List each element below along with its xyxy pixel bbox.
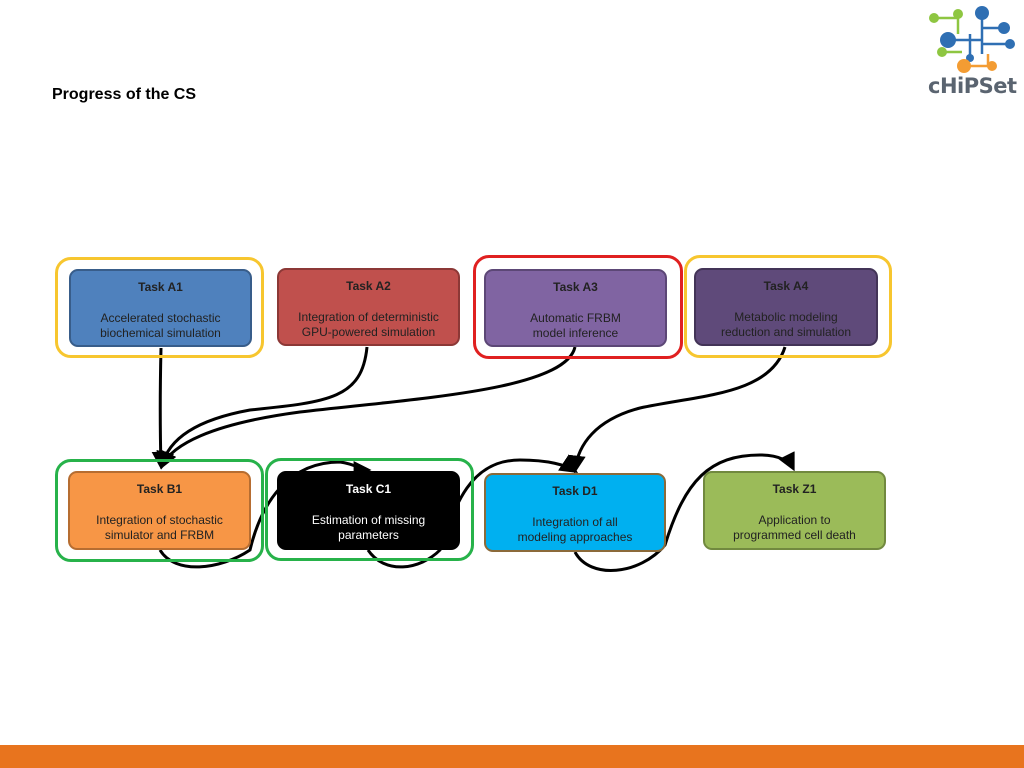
task-a4-title: Task A4: [763, 279, 809, 293]
arrow-a2-b1: [156, 346, 369, 470]
page-title: Progress of the CS: [52, 86, 197, 103]
task-a4: Task A4 Metabolic modeling reduction and…: [694, 268, 878, 346]
arrow-a1-b1: [151, 347, 170, 470]
task-z1: Task Z1 Application to programmed cell d…: [703, 471, 886, 550]
task-a1-desc-line2: biochemical simulation: [100, 326, 221, 340]
task-a3: Task A3 Automatic FRBM model inference: [484, 269, 667, 347]
task-a1-title: Task A1: [138, 280, 183, 294]
task-d1: Task D1 Integration of all modeling appr…: [484, 473, 666, 552]
task-c1: Task C1 Estimation of missing parameters: [277, 471, 460, 550]
task-c1-desc-line2: parameters: [338, 528, 399, 542]
task-b1-desc-line2: simulator and FRBM: [104, 528, 215, 542]
task-a2: Task A2 Integration of deterministic GPU…: [277, 268, 460, 346]
task-a3-title: Task A3: [553, 280, 598, 294]
task-a1-desc-line1: Accelerated stochastic: [100, 311, 221, 325]
task-d1-desc-line1: Integration of all: [532, 515, 618, 529]
task-a2-desc-line1: Integration of deterministic: [298, 310, 439, 324]
task-a4-desc-line2: reduction and simulation: [720, 325, 852, 339]
frame-a4: [684, 255, 892, 358]
arrow-d1-z1: [573, 451, 795, 572]
task-b1-desc-line1: Integration of stochastic: [96, 513, 223, 527]
frame-b1: [55, 459, 264, 562]
frame-a1: [55, 257, 264, 358]
logo-text: cHiPSet: [928, 74, 1017, 98]
arrow-b1-c1: [158, 460, 372, 569]
task-a3-desc-line1: Automatic FRBM: [530, 311, 621, 325]
task-z1-desc-line1: Application to: [758, 513, 831, 527]
task-a2-title: Task A2: [346, 279, 391, 293]
task-z1-desc-line2: programmed cell death: [733, 528, 856, 542]
task-b1: Task B1 Integration of stochastic simula…: [68, 471, 251, 550]
task-z1-title: Task Z1: [772, 482, 817, 496]
footer-bar: [0, 745, 1024, 768]
arrow-a3-b1: [160, 346, 577, 470]
task-c1-title: Task C1: [345, 482, 392, 496]
arrow-c1-d1: [366, 455, 578, 569]
frame-c1: [265, 458, 474, 561]
task-a4-desc-line1: Metabolic modeling: [734, 310, 838, 324]
task-b1-title: Task B1: [136, 482, 183, 496]
frame-a3: [473, 255, 683, 359]
task-a2-desc-line2: GPU-powered simulation: [301, 325, 436, 339]
task-c1-desc-line1: Estimation of missing: [311, 513, 426, 527]
arrow-a4-d1: [567, 346, 787, 474]
task-a1: Task A1 Accelerated stochastic biochemic…: [69, 269, 252, 347]
task-a3-desc-line2: model inference: [532, 326, 619, 340]
task-d1-desc-line2: modeling approaches: [517, 530, 633, 544]
task-d1-title: Task D1: [552, 484, 598, 498]
chipset-logo-icon: [929, 6, 1015, 73]
